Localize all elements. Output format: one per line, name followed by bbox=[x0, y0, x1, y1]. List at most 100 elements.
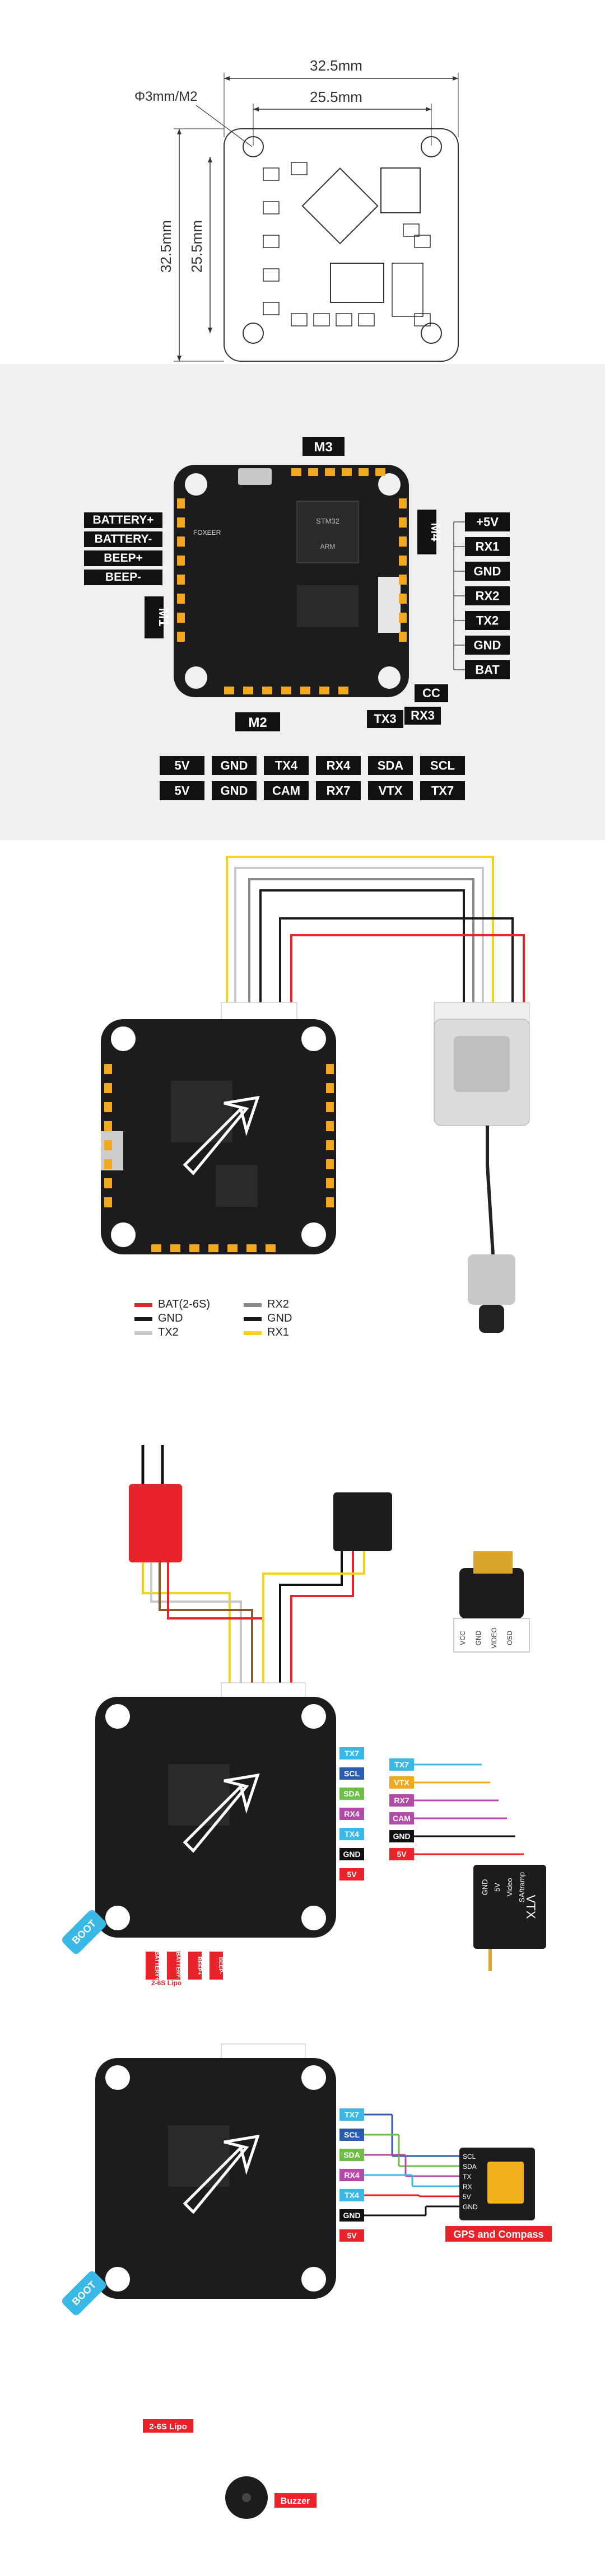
gps-pin-2: TX bbox=[463, 2173, 471, 2181]
pin-row2-1: GND bbox=[221, 783, 248, 797]
pad bbox=[325, 468, 335, 476]
battery-label-2: BEEP+ bbox=[196, 1956, 202, 1975]
dim-mount-spacing-h: 25.5mm bbox=[310, 88, 362, 105]
mount-hole bbox=[301, 1704, 326, 1729]
pad bbox=[224, 687, 234, 694]
pad-label-box bbox=[339, 1808, 364, 1820]
pin-row1-4: SDA bbox=[378, 758, 404, 772]
pin-tx3-box bbox=[367, 710, 403, 728]
vtx-pin-2: RX7 bbox=[394, 1796, 409, 1805]
pin-row2-0-box bbox=[160, 781, 204, 800]
pin-left-2: BEEP+ bbox=[104, 552, 142, 564]
pad-label-0: TX7 bbox=[345, 2110, 359, 2119]
pin-left-0-box bbox=[84, 512, 162, 528]
legend-swatch bbox=[134, 1331, 152, 1335]
pad bbox=[104, 1064, 112, 1074]
pad-label-box bbox=[339, 1767, 364, 1780]
pad bbox=[104, 1197, 112, 1207]
pad bbox=[227, 1244, 238, 1252]
buzzer-label-box bbox=[274, 2493, 317, 2508]
mount-hole-bl bbox=[243, 323, 264, 344]
mount-hole bbox=[301, 1222, 326, 1247]
pad bbox=[326, 1102, 334, 1112]
gps-pin-4: 5V bbox=[463, 2193, 471, 2201]
pin-row1-4-box bbox=[368, 756, 413, 775]
gps-pin-1: SDA bbox=[463, 2163, 477, 2171]
camera-lens-icon bbox=[473, 1551, 513, 1574]
pad bbox=[326, 1083, 334, 1093]
dimension-drawing-section: 32.5mm 25.5mm 32.5mm 25.5mm Φ3mm/M2 bbox=[0, 0, 605, 364]
pin-left-3-box bbox=[84, 570, 162, 585]
gps-pin-0: SCL bbox=[463, 2153, 476, 2160]
battery-label-box bbox=[146, 1952, 159, 1980]
gps-pin-3: RX bbox=[463, 2183, 472, 2191]
dim-hole-label: Φ3mm/M2 bbox=[134, 89, 198, 104]
pin-rx3-box bbox=[404, 707, 441, 725]
label-m4-box bbox=[417, 510, 436, 554]
gps-antenna bbox=[487, 2162, 524, 2204]
component-outline bbox=[291, 313, 308, 326]
component-outline bbox=[291, 162, 308, 175]
pad bbox=[359, 468, 369, 476]
pin-row1-5-box bbox=[420, 756, 465, 775]
pad-label-box bbox=[339, 1747, 364, 1760]
pad bbox=[399, 498, 407, 508]
mcu-chip bbox=[168, 2125, 230, 2187]
pad bbox=[399, 517, 407, 528]
pin-right-4-box bbox=[465, 611, 510, 630]
pad bbox=[104, 1121, 112, 1131]
vtx-pin-5: 5V bbox=[397, 1850, 407, 1859]
mount-hole bbox=[301, 2267, 326, 2292]
legend-swatch bbox=[244, 1331, 262, 1335]
analog-vtx bbox=[473, 1865, 546, 1949]
jst-connector bbox=[378, 577, 401, 633]
component-outline bbox=[263, 167, 280, 181]
battery-label-box bbox=[167, 1952, 180, 1980]
buzzer-label: Buzzer bbox=[281, 2496, 310, 2506]
pad-label-box bbox=[339, 2209, 364, 2222]
label-m2: M2 bbox=[248, 715, 267, 730]
mount-hole bbox=[105, 1906, 130, 1930]
chip-outline bbox=[380, 167, 421, 213]
wire-rx1 bbox=[226, 856, 494, 1011]
pad-label-2: SDA bbox=[343, 2150, 360, 2159]
pin-cc-box bbox=[415, 684, 448, 702]
pad bbox=[189, 1244, 199, 1252]
pin-right-6: BAT bbox=[475, 662, 500, 676]
lipo-label: 2-6S Lipo bbox=[149, 2422, 187, 2432]
component-outline bbox=[263, 235, 280, 248]
legend-label: RX1 bbox=[267, 1326, 289, 1338]
board-pads bbox=[104, 1064, 334, 1252]
component-outline bbox=[336, 313, 352, 326]
legend-swatch bbox=[244, 1317, 262, 1321]
pin-row1-5: SCL bbox=[430, 758, 455, 772]
pad bbox=[177, 632, 185, 642]
legend-label: TX2 bbox=[158, 1326, 179, 1338]
vtx-pin-4: GND bbox=[393, 1832, 410, 1841]
pad bbox=[326, 1197, 334, 1207]
board-outline bbox=[224, 128, 459, 362]
pad-label-box bbox=[339, 1788, 364, 1800]
vtx-pin-box bbox=[389, 1794, 414, 1807]
pin-right-2: GND bbox=[474, 564, 501, 578]
pad bbox=[243, 687, 253, 694]
pin-right-4: TX2 bbox=[476, 613, 499, 627]
pin-row2-1-box bbox=[212, 781, 257, 800]
vtx-side-3: SA/tramp bbox=[518, 1872, 526, 1902]
label-m4: M4 bbox=[428, 522, 443, 542]
pad bbox=[326, 1121, 334, 1131]
vtx-pin-box bbox=[389, 1830, 414, 1842]
usb-port bbox=[238, 468, 272, 485]
component-outline bbox=[263, 302, 280, 315]
boot-button bbox=[62, 2271, 106, 2316]
pin-tx3: TX3 bbox=[374, 712, 396, 726]
cam-pin-3: OSD bbox=[506, 1631, 514, 1645]
mount-hole bbox=[301, 1906, 326, 1930]
label-m1-box bbox=[145, 596, 164, 638]
